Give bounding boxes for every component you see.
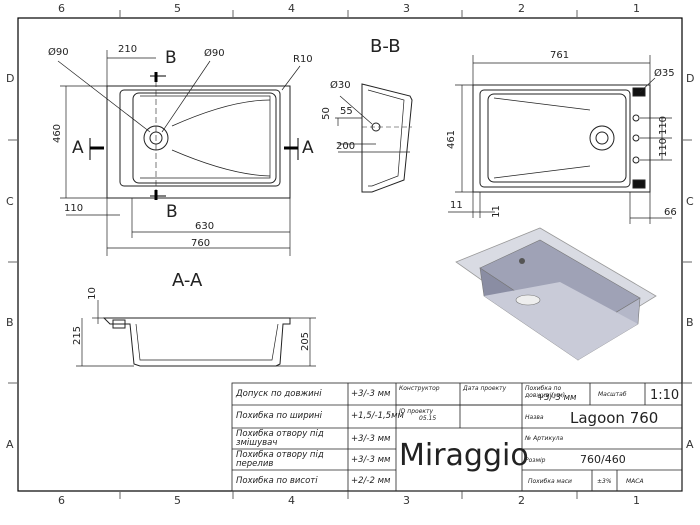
tb-mass-unit: МАСА — [626, 478, 644, 485]
tb-row-width-label: Похибка по ширині — [236, 411, 323, 421]
cut-label-a-right: A — [302, 138, 314, 158]
grid-col-top-3: 3 — [403, 2, 410, 15]
grid-col-top-6: 6 — [58, 2, 65, 15]
dim-d30: Ø30 — [330, 80, 351, 91]
grid-col-top-4: 4 — [288, 2, 295, 15]
grid-row-left-a: A — [6, 438, 14, 451]
dim-110-a: 110 — [658, 115, 670, 136]
dim-460: 460 — [52, 123, 64, 144]
grid-col-top-5: 5 — [174, 2, 181, 15]
dim-761: 761 — [550, 50, 570, 61]
profile-view — [361, 83, 413, 193]
tb-designer-label: Конструктор — [399, 385, 440, 392]
dim-d35: Ø35 — [654, 68, 675, 79]
grid-row-left-b: B — [6, 316, 14, 329]
section-aa-view — [102, 317, 291, 367]
dim-461: 461 — [446, 129, 458, 150]
dim-r10: R10 — [293, 54, 313, 65]
tb-name-value: Lagoon 760 — [570, 409, 659, 427]
sink-render — [455, 227, 657, 361]
dim-66: 66 — [664, 207, 677, 218]
section-aa-dims — [76, 300, 316, 367]
dim-d90-right: Ø90 — [204, 48, 225, 59]
right-view-dims — [448, 55, 672, 224]
dim-205: 205 — [300, 331, 312, 352]
grid-col-bottom-3: 3 — [403, 494, 410, 507]
grid-col-bottom-2: 2 — [518, 494, 525, 507]
grid-row-left-c: C — [6, 195, 14, 208]
dim-110-b: 110 — [658, 137, 670, 158]
cut-markers — [90, 72, 298, 200]
tb-mass-label: Похибка маси — [528, 478, 572, 485]
dim-d90-left: Ø90 — [48, 47, 69, 58]
tb-size-label: Розмір — [525, 457, 546, 464]
tb-scale-value: 1:10 — [650, 388, 680, 403]
tb-row-overflow-value: +3/-3 мм — [351, 455, 391, 465]
dim-200: 200 — [336, 141, 356, 152]
dim-210: 210 — [118, 44, 138, 55]
tb-row-mixer-value: +3/-3 мм — [351, 434, 391, 444]
profile-dims — [335, 95, 410, 153]
grid-row-right-c: C — [686, 195, 694, 208]
tb-name-label: Назва — [525, 414, 544, 421]
grid-ticks — [8, 10, 692, 499]
dim-55: 55 — [340, 106, 353, 117]
tb-row-length-label: Допуск по довжині — [236, 389, 322, 399]
dim-760: 760 — [191, 238, 211, 249]
tb-row-overflow-label: Похибка отвору під перелив — [236, 450, 324, 469]
cut-label-a-left: A — [72, 138, 84, 158]
tb-row-width-value: +1,5/-1,5мм — [351, 411, 404, 421]
grid-row-right-d: D — [686, 72, 695, 85]
grid-row-left-d: D — [6, 72, 15, 85]
dim-630: 630 — [195, 221, 215, 232]
tb-row-length-value: +3/-3 мм — [351, 389, 391, 399]
grid-row-right-a: A — [686, 438, 694, 451]
cut-arrows — [89, 75, 299, 197]
grid-col-top-2: 2 — [518, 2, 525, 15]
grid-col-bottom-1: 1 — [633, 494, 640, 507]
section-aa-title: A-A — [172, 270, 203, 291]
tb-row-height-label: Похибка по висоті — [236, 476, 318, 486]
grid-col-bottom-5: 5 — [174, 494, 181, 507]
dim-215: 215 — [72, 325, 84, 346]
tb-scale-label: Масштаб — [598, 391, 627, 398]
cut-label-b-top: B — [165, 48, 177, 68]
dim-10: 10 — [86, 287, 98, 300]
grid-col-bottom-4: 4 — [288, 494, 295, 507]
cut-label-b-bottom: B — [166, 202, 178, 222]
brand-logo-text: Miraggio — [399, 438, 529, 473]
tb-mass-value: ±3% — [597, 478, 612, 485]
section-bb-title: B-B — [370, 36, 401, 57]
grid-col-top-1: 1 — [633, 2, 640, 15]
dim-50: 50 — [320, 107, 332, 120]
tb-length-tol-label: Похибка по довжині(мм) — [525, 385, 565, 399]
top-view-dims — [57, 50, 301, 256]
tb-row-mixer-label: Похибка отвору під змішувач — [236, 429, 324, 448]
tb-project-date-label: Дата проекту — [463, 385, 507, 392]
tb-project-id-label: ID проекту — [399, 408, 434, 415]
tb-article-label: № Артикула — [525, 435, 564, 442]
dim-11-a: 11 — [450, 200, 463, 211]
right-top-view — [472, 84, 651, 193]
tb-row-height-value: +2/-2 мм — [351, 476, 391, 486]
top-view — [106, 72, 291, 200]
dim-11-b: 11 — [490, 205, 502, 218]
title-block-frame — [231, 382, 683, 492]
tb-length-tol-value: +3/-3 мм — [537, 393, 577, 403]
grid-col-bottom-6: 6 — [58, 494, 65, 507]
tb-size-value: 760/460 — [580, 453, 626, 466]
grid-row-right-b: B — [686, 316, 694, 329]
tb-project-id-value: 05.15 — [419, 415, 437, 422]
dim-110: 110 — [64, 203, 84, 214]
